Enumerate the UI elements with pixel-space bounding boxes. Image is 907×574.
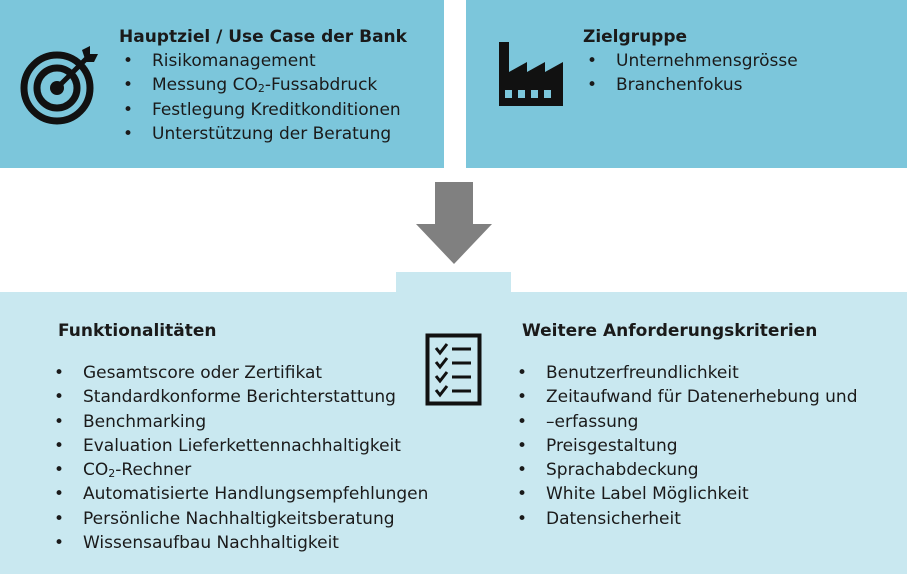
list-item: Benutzerfreundlichkeit (513, 361, 857, 386)
functionalities-list: Gesamtscore oder Zertifikat Standardkonf… (50, 361, 428, 556)
list-item: Risikomanagement (119, 49, 401, 74)
list-item: Unterstützung der Beratung (119, 122, 401, 147)
list-item: Festlegung Kreditkonditionen (119, 98, 401, 123)
target-icon (20, 46, 98, 125)
bottom-panel-tab (396, 272, 511, 294)
list-item: Automatisierte Handlungsempfehlungen (50, 482, 428, 507)
list-item-continuation: –erfassung (513, 410, 857, 435)
target-group-list: Unternehmensgrösse Branchenfokus (583, 49, 798, 98)
list-item: Sprachabdeckung (513, 458, 857, 483)
checklist-icon (425, 333, 482, 406)
list-item: Wissensaufbau Nachhaltigkeit (50, 531, 428, 556)
target-group-heading: Zielgruppe (583, 27, 688, 47)
list-item: Persönliche Nachhaltigkeitsberatung (50, 507, 428, 532)
further-criteria-list: Benutzerfreundlichkeit Zeitaufwand für D… (513, 361, 857, 531)
further-criteria-heading: Weitere Anforderungskriterien (522, 321, 818, 341)
use-case-list: Risikomanagement Messung CO2-Fussabdruck… (119, 49, 401, 146)
factory-icon (499, 42, 563, 106)
down-arrow-icon (416, 182, 492, 264)
list-item: Preisgestaltung (513, 434, 857, 459)
list-item: Evaluation Lieferkettennachhaltigkeit (50, 434, 428, 459)
functionalities-heading: Funktionalitäten (58, 321, 217, 341)
list-item: Standardkonforme Berichterstattung (50, 385, 428, 410)
list-item: Unternehmensgrösse (583, 49, 798, 74)
list-item: Zeitaufwand für Datenerhebung und (513, 385, 857, 410)
list-item: Branchenfokus (583, 73, 798, 98)
list-item: CO2-Rechner (50, 458, 428, 483)
list-item: Datensicherheit (513, 507, 857, 532)
list-item: White Label Möglichkeit (513, 482, 857, 507)
use-case-heading: Hauptziel / Use Case der Bank (119, 27, 407, 47)
list-item: Gesamtscore oder Zertifikat (50, 361, 428, 386)
list-item: Messung CO2-Fussabdruck (119, 73, 401, 98)
list-item: Benchmarking (50, 410, 428, 435)
